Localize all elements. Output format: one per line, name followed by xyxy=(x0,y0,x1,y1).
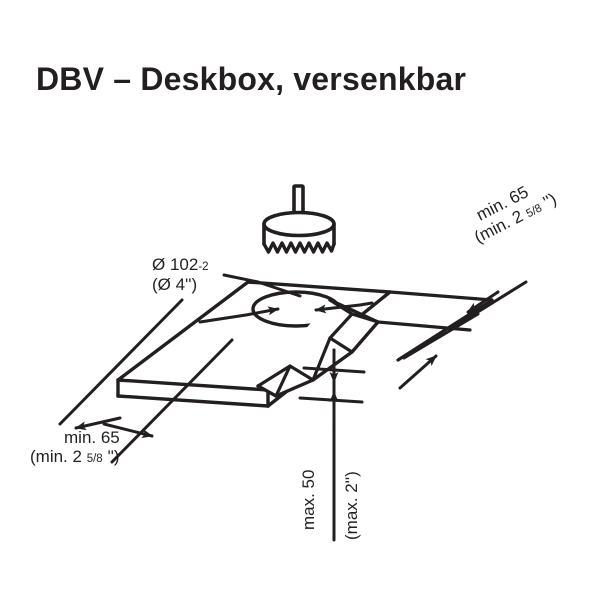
dimension-line-max-thickness xyxy=(298,348,366,542)
deskbox-body xyxy=(256,298,380,398)
dimension-line-diameter xyxy=(198,273,374,324)
dimension-line-min-left xyxy=(58,298,234,464)
min-left-metric-value: min. 65 xyxy=(64,428,120,447)
diameter-imperial-value: (Ø 4'') xyxy=(152,275,198,295)
min-left-imperial-prefix: (min. 2 xyxy=(30,447,82,467)
dimension-label-min-left: min. 65 (min. 2 5/8 '') xyxy=(30,428,120,467)
diameter-tolerance: -2 xyxy=(198,261,209,273)
min-left-imperial-fraction: 5/8 xyxy=(86,453,103,466)
page-title: DBV – Deskbox, versenkbar xyxy=(36,61,467,97)
dimension-label-diameter: Ø 102-2 (Ø 4'') xyxy=(152,255,209,295)
diameter-metric-value: Ø 102 xyxy=(152,255,199,274)
min-left-imperial-suffix: '') xyxy=(107,447,120,467)
dimension-label-max-thickness-imperial: (max. 2'') xyxy=(342,471,361,540)
dimension-line-min-right xyxy=(398,280,528,390)
dimension-label-max-thickness-metric: max. 50 xyxy=(299,469,318,530)
hole-saw-icon xyxy=(262,184,336,254)
worktop-extension-lines xyxy=(376,290,494,362)
